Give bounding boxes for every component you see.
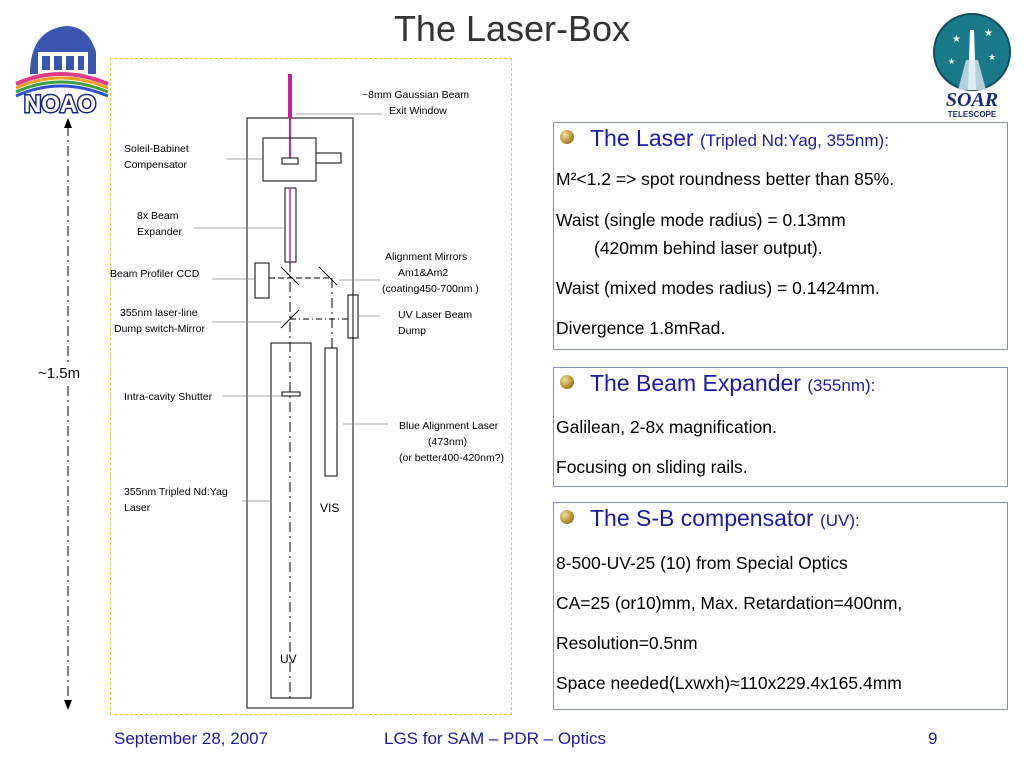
- expander-panel-heading: The Beam Expander (355nm):: [560, 370, 875, 397]
- label-sb-line2: Compensator: [124, 159, 188, 171]
- label-uvd-line1: UV Laser Beam: [398, 309, 473, 321]
- soar-logo-text: SOAR: [946, 89, 998, 111]
- label-dm-line2: Dump switch-Mirror: [114, 323, 206, 335]
- label-nd-line2: Laser: [124, 502, 151, 514]
- noao-logo: NOAO: [15, 26, 109, 116]
- laser-line-3: (420mm behind laser output).: [594, 238, 823, 258]
- label-bal-line1: Blue Alignment Laser: [399, 420, 499, 432]
- label-am-line2: Am1&Am2: [398, 267, 449, 279]
- noao-logo-text: NOAO: [24, 91, 96, 116]
- label-beam-line2: Exit Window: [389, 105, 447, 117]
- laser-panel: The Laser (Tripled Nd:Yag, 355nm): M²<1.…: [553, 122, 1008, 350]
- compensator-panel-heading: The S-B compensator (UV):: [560, 505, 860, 532]
- footer-date: September 28, 2007: [114, 729, 269, 748]
- label-vis: VIS: [320, 501, 340, 515]
- sb-compensator-panel: The S-B compensator (UV): 8-500-UV-25 (1…: [553, 502, 1008, 710]
- bullet-icon: [560, 130, 574, 144]
- label-am-line1: Alignment Mirrors: [385, 251, 468, 263]
- laser-line-4: Waist (mixed modes radius) = 0.1424mm.: [556, 278, 880, 298]
- bullet-icon: [560, 375, 574, 389]
- svg-text:★: ★: [984, 28, 993, 39]
- label-am-line3: (coating450-700nm ): [382, 283, 479, 295]
- compensator-line-4: Space needed(Lxwxh)≈110x229.4x165.4mm: [556, 673, 902, 693]
- footer-title: LGS for SAM – PDR – Optics: [384, 729, 607, 748]
- compensator-line-2: CA=25 (or10)mm, Max. Retardation=400nm,: [556, 593, 903, 613]
- page-number: 9: [928, 729, 938, 748]
- compensator-line-3: Resolution=0.5nm: [556, 633, 698, 653]
- label-uv: UV: [280, 652, 297, 666]
- label-beam-profiler: Beam Profiler CCD: [110, 268, 200, 280]
- label-be-line1: 8x Beam: [137, 210, 179, 222]
- soar-logo-subtext: TELESCOPE: [948, 110, 997, 119]
- label-beam-line1: ~8mm Gaussian Beam: [362, 89, 470, 101]
- svg-text:★: ★: [952, 34, 961, 45]
- slide-title: The Laser-Box: [393, 8, 631, 49]
- bullet-icon: [560, 510, 574, 524]
- laser-box-schematic: [194, 74, 388, 709]
- label-bal-line2: (473nm): [428, 436, 468, 448]
- soar-logo: ★ ★ ★ ★ SOAR TELESCOPE: [933, 13, 1011, 119]
- expander-line-2: Focusing on sliding rails.: [556, 457, 748, 477]
- laser-panel-heading: The Laser (Tripled Nd:Yag, 355nm):: [560, 125, 889, 152]
- label-dm-line1: 355nm laser-line: [120, 307, 198, 319]
- expander-line-1: Galilean, 2-8x magnification.: [556, 417, 777, 437]
- compensator-line-1: 8-500-UV-25 (10) from Special Optics: [556, 553, 848, 573]
- dimension-label: ~1.5m: [38, 365, 81, 382]
- laser-line-5: Divergence 1.8mRad.: [556, 318, 726, 338]
- laser-line-1: M²<1.2 => spot roundness better than 85%…: [556, 169, 895, 189]
- svg-text:★: ★: [948, 57, 955, 66]
- svg-text:★: ★: [988, 53, 996, 63]
- label-sb-line1: Soleil-Babinet: [124, 143, 189, 155]
- label-nd-line1: 355nm Tripled Nd:Yag: [124, 486, 228, 498]
- label-shutter: Intra-cavity Shutter: [124, 391, 213, 403]
- laser-line-2: Waist (single mode radius) = 0.13mm: [556, 210, 846, 230]
- label-be-line2: Expander: [137, 226, 182, 238]
- label-uvd-line2: Dump: [398, 325, 427, 337]
- label-bal-line3: (or better400-420nm?): [399, 452, 505, 464]
- beam-expander-panel: The Beam Expander (355nm): Galilean, 2-8…: [553, 367, 1008, 487]
- laser-box-diagram: [110, 58, 512, 715]
- dimension-arrow: [64, 118, 72, 710]
